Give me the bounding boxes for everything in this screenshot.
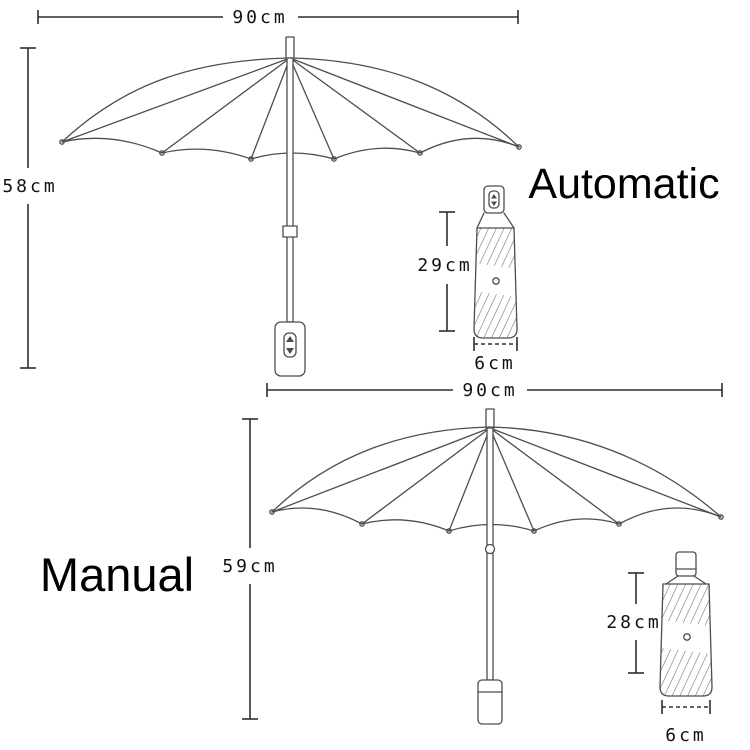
auto-folded-length-label: 29cm [417, 255, 472, 276]
manual-folded-diameter-label: 6cm [665, 725, 707, 746]
manual-folded-diameter-dimension: 6cm [661, 700, 711, 746]
auto-shaft-joint [282, 225, 298, 238]
manual-height-dimension: 59cm [222, 418, 277, 720]
auto-height-label: 58cm [2, 176, 57, 197]
manual-ferrule [485, 408, 495, 429]
automatic-label: Automatic [528, 160, 719, 208]
auto-folded-diameter-dimension: 6cm [473, 337, 518, 374]
auto-folded-neck [476, 212, 515, 229]
auto-folded-snap-button [492, 277, 500, 285]
manual-width-label: 90cm [462, 380, 517, 401]
manual-folded-length-label: 28cm [606, 612, 661, 633]
auto-handle-button [283, 332, 297, 358]
auto-width-dimension: 90cm [37, 7, 519, 28]
manual-folded-length-dimension: 28cm [606, 572, 661, 674]
auto-folded-button [488, 190, 500, 209]
auto-rib-tips [59, 139, 522, 162]
manual-open-umbrella [269, 408, 724, 725]
manual-rib-tips [269, 509, 724, 534]
auto-width-label: 90cm [232, 7, 287, 28]
manual-runner-button [484, 543, 496, 555]
manual-height-label: 59cm [222, 556, 277, 577]
manual-folded-strap [660, 620, 712, 654]
manual-folded-snap-button [683, 633, 691, 641]
manual-canopy-ribs [271, 427, 722, 532]
manual-folded-umbrella [659, 551, 713, 697]
auto-shaft [286, 57, 294, 323]
auto-ferrule [285, 36, 295, 59]
manual-folded-neck [665, 575, 707, 585]
manual-width-dimension: 90cm [266, 380, 723, 401]
manual-handle [477, 679, 503, 725]
auto-folded-diameter-label: 6cm [474, 353, 516, 374]
manual-section: 90cm 59cm Manual [40, 380, 724, 746]
auto-open-close-arrows-icon [286, 336, 294, 354]
auto-folded-umbrella [473, 185, 518, 339]
auto-canopy-ribs [61, 57, 520, 160]
automatic-open-umbrella [59, 36, 522, 377]
auto-folded-strap [474, 263, 517, 297]
manual-folded-handle-cap [675, 551, 697, 577]
auto-folded-body-outline [473, 227, 518, 339]
auto-folded-arrows-icon [491, 194, 497, 206]
auto-folded-length-dimension: 29cm [417, 211, 472, 332]
manual-label: Manual [40, 548, 194, 601]
auto-height-dimension: 58cm [2, 47, 57, 369]
manual-canopy-scalloped-edge [271, 507, 722, 532]
manual-folded-body-outline [659, 583, 713, 697]
automatic-section: 90cm 58cm Automatic [2, 7, 720, 377]
manual-canopy-outline [271, 426, 722, 518]
